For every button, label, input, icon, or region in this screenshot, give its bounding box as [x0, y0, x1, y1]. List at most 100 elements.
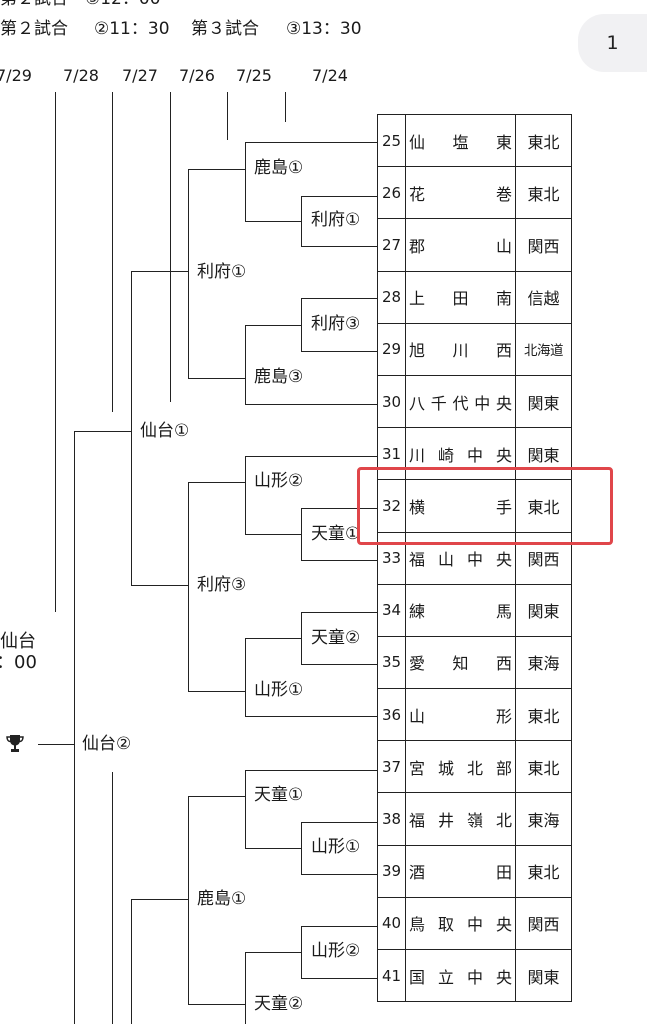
winner-label: 仙台② — [80, 734, 134, 754]
bracket-line — [301, 664, 377, 665]
team-school: 八千代中央 — [406, 375, 516, 428]
school-char: 中 — [466, 445, 483, 465]
school-char: 田 — [452, 289, 469, 309]
bracket-line — [301, 508, 377, 509]
team-school: 福井嶺北 — [406, 793, 516, 845]
team-region: 関西 — [527, 915, 560, 935]
team-number: 41 — [378, 950, 406, 1002]
school-char: 中 — [466, 915, 483, 935]
school-char: 井 — [437, 811, 454, 831]
school-char: 嶺 — [466, 811, 483, 831]
bracket-line — [74, 431, 131, 432]
school-char: 巻 — [495, 184, 512, 204]
bracket-line — [245, 716, 377, 717]
bracket-line — [301, 508, 302, 560]
team-school: 横手 — [406, 480, 516, 532]
bracket-line — [301, 560, 377, 561]
bracket-node: 鹿島③ — [252, 367, 306, 387]
school-char: 央 — [495, 550, 512, 570]
team-number: 37 — [378, 741, 406, 793]
school-char: 仙 — [409, 132, 426, 152]
bracket-line — [245, 456, 246, 534]
bracket-line — [188, 169, 245, 170]
bracket-node: 山形② — [309, 941, 363, 961]
bracket-node: 天童② — [252, 994, 306, 1014]
team-number: 40 — [378, 897, 406, 949]
school-char: 酒 — [409, 863, 426, 883]
bracket-line — [188, 482, 189, 691]
date-col-1: 7/29 — [0, 66, 32, 85]
school-char: 馬 — [495, 602, 512, 622]
team-number: 32 — [378, 480, 406, 532]
team-region: 関西 — [527, 550, 560, 570]
highlight-box — [357, 467, 613, 545]
bracket-line — [301, 926, 302, 978]
date-col-5: 7/25 — [236, 66, 272, 85]
school-char: 立 — [437, 967, 454, 987]
school-char: 横 — [409, 497, 426, 517]
team-region: 東海 — [527, 811, 560, 831]
team-region: 東北 — [527, 758, 560, 778]
team-region: 関東 — [527, 445, 560, 465]
school-char: 北 — [495, 811, 512, 831]
page-number-label: 1 — [606, 32, 619, 54]
bracket-node: 天童① — [309, 524, 363, 544]
header-game3-time: ③13：30 — [286, 19, 362, 39]
team-school: 花巻 — [406, 167, 516, 219]
page-number-button[interactable]: 1 — [578, 14, 647, 72]
bracket-line — [131, 585, 188, 586]
date-col-2: 7/28 — [63, 66, 99, 85]
bracket-line — [245, 404, 377, 405]
team-number: 31 — [378, 428, 406, 480]
bracket-line — [301, 822, 302, 874]
bracket-line — [301, 612, 377, 613]
column-guide — [170, 92, 171, 402]
school-char: 西 — [495, 654, 512, 674]
bracket-node: 仙台① — [138, 421, 192, 441]
trophy-icon — [6, 735, 24, 752]
column-guide — [112, 92, 113, 412]
header-game2-label: 第２試合 — [0, 19, 68, 39]
bracket-line — [131, 899, 188, 900]
team-number: 33 — [378, 532, 406, 584]
school-char: 中 — [474, 393, 491, 413]
team-school: 郡山 — [406, 219, 516, 271]
bracket-line — [38, 744, 74, 745]
team-number: 29 — [378, 323, 406, 375]
team-school: 福山中央 — [406, 532, 516, 584]
team-region: 東海 — [527, 654, 560, 674]
team-number: 27 — [378, 219, 406, 271]
bracket-line — [245, 534, 301, 535]
final-time: ：00 — [0, 652, 37, 673]
bracket-node: 利府③ — [309, 314, 363, 334]
bracket-line — [301, 196, 377, 197]
team-region: 東北 — [527, 706, 560, 726]
bracket-line — [245, 638, 246, 716]
bracket-line — [301, 298, 377, 299]
bracket-line — [301, 926, 377, 927]
column-guide — [55, 92, 56, 612]
team-school: 練馬 — [406, 584, 516, 636]
school-char: 部 — [495, 758, 512, 778]
bracket-line — [245, 142, 377, 143]
bracket-line — [301, 822, 377, 823]
team-region: 東北 — [527, 132, 560, 152]
team-number: 26 — [378, 167, 406, 219]
column-guide — [112, 772, 113, 1024]
bracket-line — [245, 456, 377, 457]
team-number: 39 — [378, 845, 406, 897]
school-char: 東 — [495, 132, 512, 152]
